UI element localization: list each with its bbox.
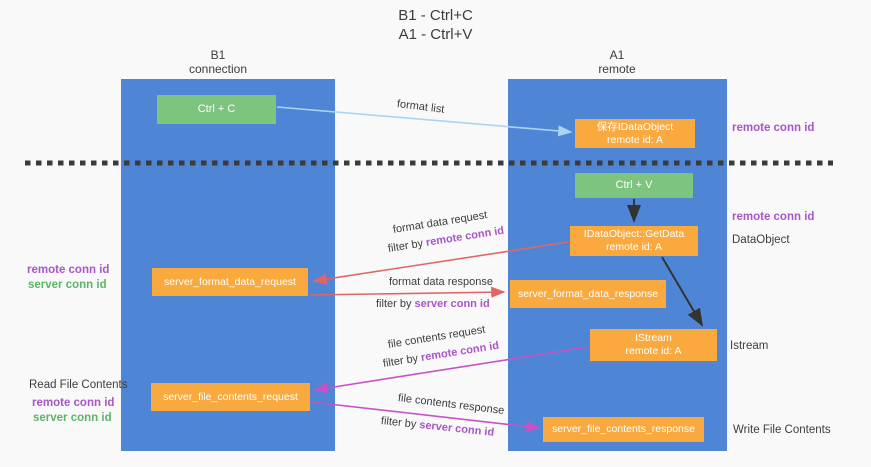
lane-b1-role: connection bbox=[188, 62, 248, 76]
annotation-left-remote-conn-id-top: remote conn id bbox=[27, 264, 110, 276]
annotation-write-file-contents: Write File Contents bbox=[733, 424, 831, 436]
node-server-format-data-response: server_format_data_response bbox=[510, 280, 666, 308]
ctrl-c-label: Ctrl + C bbox=[197, 103, 236, 115]
server-conn-id-text: server conn id bbox=[418, 419, 495, 439]
label-filter-server-2: filter by server conn id bbox=[380, 415, 494, 439]
title-line-2: A1 - Ctrl+V bbox=[398, 26, 473, 43]
annotation-left-server-conn-id-top: server conn id bbox=[28, 279, 107, 291]
diagram-title: B1 - Ctrl+C A1 - Ctrl+V bbox=[0, 6, 871, 44]
node-save-idataobject: 保存IDataObject remote id: A bbox=[575, 119, 695, 148]
title-line-1: B1 - Ctrl+C bbox=[398, 7, 473, 24]
label-file-contents-response: file contents response bbox=[397, 392, 505, 417]
server-format-data-response-label: server_format_data_response bbox=[517, 287, 659, 300]
lane-header-b1: B1 connection bbox=[158, 48, 278, 76]
node-server-format-data-request: server_format_data_request bbox=[152, 268, 308, 296]
istream-line2: remote id: A bbox=[625, 345, 682, 357]
filter-by-text: filter by bbox=[382, 352, 422, 370]
server-conn-id-text: server conn id bbox=[414, 298, 490, 310]
label-format-data-response: format data response bbox=[389, 276, 493, 288]
label-format-list: format list bbox=[396, 98, 446, 116]
annotation-istream: Istream bbox=[730, 340, 769, 352]
server-file-contents-request-label: server_file_contents_request bbox=[163, 390, 298, 403]
ctrl-v-label: Ctrl + V bbox=[615, 179, 653, 191]
node-ctrl-v: Ctrl + V bbox=[575, 173, 693, 198]
server-file-contents-response-label: server_file_contents_response bbox=[551, 423, 695, 435]
node-idataobject-getdata: IDataObject::GetData remote id: A bbox=[570, 226, 698, 256]
node-server-file-contents-request: server_file_contents_request bbox=[151, 383, 310, 411]
node-ctrl-c: Ctrl + C bbox=[157, 95, 276, 124]
lane-a1-name: A1 bbox=[609, 48, 625, 62]
annotation-remote-conn-id-top: remote conn id bbox=[732, 122, 815, 134]
save-idataobject-line1: 保存IDataObject bbox=[596, 120, 674, 133]
annotation-read-file-contents: Read File Contents bbox=[29, 379, 128, 391]
filter-by-text: filter by bbox=[380, 415, 420, 431]
server-format-data-request-label: server_format_data_request bbox=[164, 275, 296, 288]
filter-by-text: filter by bbox=[376, 298, 415, 310]
annotation-left-server-conn-id-bottom: server conn id bbox=[33, 412, 112, 424]
label-filter-server-1: filter by server conn id bbox=[376, 298, 490, 310]
node-istream: IStream remote id: A bbox=[590, 329, 717, 361]
annotation-left-remote-conn-id-bottom: remote conn id bbox=[32, 397, 115, 409]
annotation-dataobject: DataObject bbox=[732, 234, 790, 246]
lane-a1-role: remote bbox=[598, 62, 636, 76]
lane-header-a1: A1 remote bbox=[557, 48, 677, 76]
save-idataobject-line2: remote id: A bbox=[606, 133, 664, 146]
istream-line1: IStream bbox=[635, 332, 672, 344]
node-server-file-contents-response: server_file_contents_response bbox=[543, 417, 704, 442]
annotation-remote-conn-id-mid: remote conn id bbox=[732, 211, 815, 223]
getdata-line2: remote id: A bbox=[605, 241, 663, 253]
arrow-format-data-response bbox=[309, 286, 506, 298]
getdata-line1: IDataObject::GetData bbox=[583, 228, 685, 240]
filter-by-text: filter by bbox=[387, 237, 427, 255]
lane-b1-name: B1 bbox=[210, 48, 226, 62]
